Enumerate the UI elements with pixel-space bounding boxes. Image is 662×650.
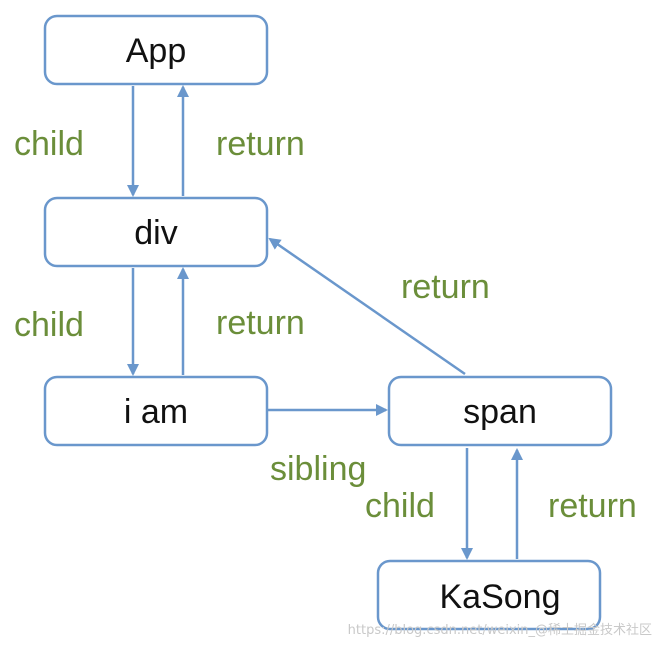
node-kasong-label: KaSong (440, 578, 561, 616)
label-span-div-return: return (401, 268, 490, 306)
node-app: App (43, 14, 269, 86)
arrow-span-to-div-return (268, 237, 466, 376)
node-span: span (387, 375, 613, 447)
node-kasong-box (376, 559, 602, 631)
node-div-box (43, 196, 269, 268)
node-iam-box (43, 375, 269, 447)
node-app-box (43, 14, 269, 86)
label-div-app-return: return (216, 125, 305, 163)
node-span-box (387, 375, 613, 447)
node-span-label: span (463, 393, 537, 431)
label-span-kasong-child: child (365, 487, 435, 525)
node-div-label: div (134, 214, 177, 252)
label-iam-span-sibling: sibling (270, 450, 366, 488)
watermark-text: https://blog.csdn.net/weixin_@稀土掘金技术社区 (348, 622, 652, 638)
node-iam: i am (43, 375, 269, 447)
label-div-iam-child: child (14, 306, 84, 344)
label-iam-div-return: return (216, 304, 305, 342)
node-div: div (43, 196, 269, 268)
label-app-div-child: child (14, 125, 84, 163)
node-app-label: App (126, 32, 187, 70)
label-kasong-span-return: return (548, 487, 637, 525)
node-iam-label: i am (124, 393, 188, 431)
node-kasong: KaSong (376, 559, 602, 631)
